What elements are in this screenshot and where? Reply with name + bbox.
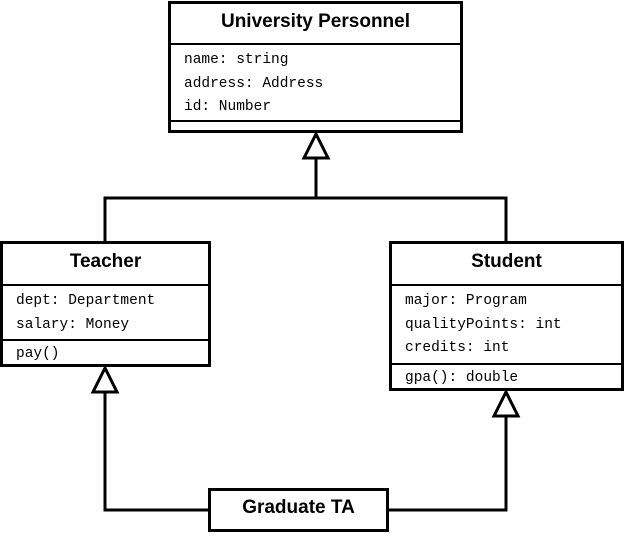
attribute: name: string xyxy=(184,52,289,68)
attributes-section: major: Program qualityPoints: int credit… xyxy=(392,286,621,365)
generalization-arrowhead-student xyxy=(491,388,521,418)
class-student: Student major: Program qualityPoints: in… xyxy=(389,241,624,391)
generalization-arrowhead-teacher xyxy=(90,364,120,394)
operation: gpa(): double xyxy=(405,370,519,386)
attribute: qualityPoints: int xyxy=(405,316,562,333)
class-name: Graduate TA xyxy=(242,497,355,518)
connector-student-to-personnel xyxy=(316,196,508,241)
operations-section xyxy=(171,122,460,130)
connector-teacher-to-personnel xyxy=(103,196,316,241)
class-graduate-ta: Graduate TA xyxy=(208,488,389,532)
connector-gradta-to-teacher xyxy=(103,392,208,512)
class-name: University Personnel xyxy=(171,4,460,45)
class-name: Student xyxy=(392,244,621,286)
connector-gradta-to-student xyxy=(370,416,508,512)
attribute: id: Number xyxy=(184,99,272,115)
operations-section: gpa(): double xyxy=(392,365,621,393)
attribute: major: Program xyxy=(405,293,527,309)
attributes-section: name: string address: Address id: Number xyxy=(171,45,460,122)
attribute: salary: Money xyxy=(16,316,130,333)
class-teacher: Teacher dept: Department salary: Money p… xyxy=(0,241,211,367)
class-university-personnel: University Personnel name: string addres… xyxy=(168,1,463,133)
generalization-arrowhead-personnel xyxy=(301,130,331,160)
operation: pay() xyxy=(16,346,60,362)
attribute: address: Address xyxy=(184,75,324,92)
class-name: Teacher xyxy=(3,244,208,286)
operations-section: pay() xyxy=(3,341,208,369)
attributes-section: dept: Department salary: Money xyxy=(3,286,208,341)
attribute: dept: Department xyxy=(16,293,156,309)
attribute: credits: int xyxy=(405,340,510,356)
